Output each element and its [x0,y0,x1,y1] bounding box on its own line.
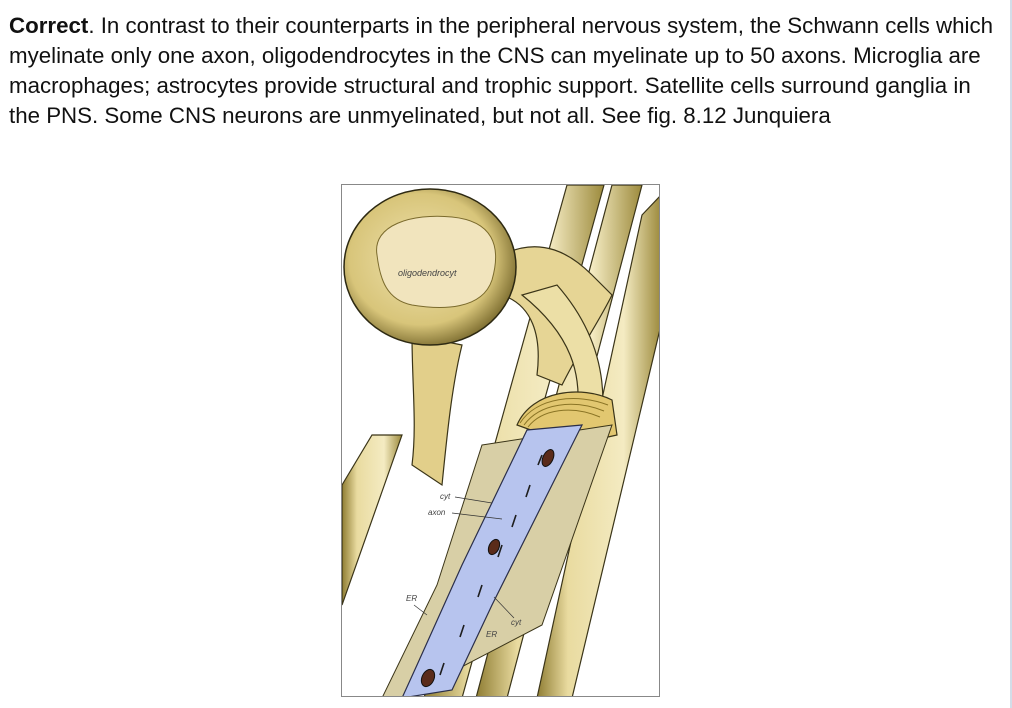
label-er-bottom: ER [486,630,497,639]
verdict-label: Correct [9,13,89,38]
mitochondrion [487,538,501,556]
nucleus [376,215,497,308]
cell-processes [411,246,613,487]
label-axon: axon [428,508,446,517]
label-oligodendrocyt: oligodendrocyt [398,268,457,278]
axon-core [402,424,584,696]
axon-fibers [439,454,543,676]
illustration: oligodendrocyt cyt axon ER [342,185,659,696]
scrollbar-edge [1010,0,1012,708]
label-er-left: ER [406,594,417,603]
answer-feedback: Correct. In contrast to their counterpar… [9,11,994,131]
explanation-text: . In contrast to their counterparts in t… [9,13,994,128]
label-cyt-bottom: cyt [511,618,522,627]
oligodendrocyte-figure: oligodendrocyt cyt axon ER [341,184,660,697]
mitochondrion [541,449,555,467]
mitochondrion [420,668,436,688]
label-cyt-top: cyt [440,492,451,501]
